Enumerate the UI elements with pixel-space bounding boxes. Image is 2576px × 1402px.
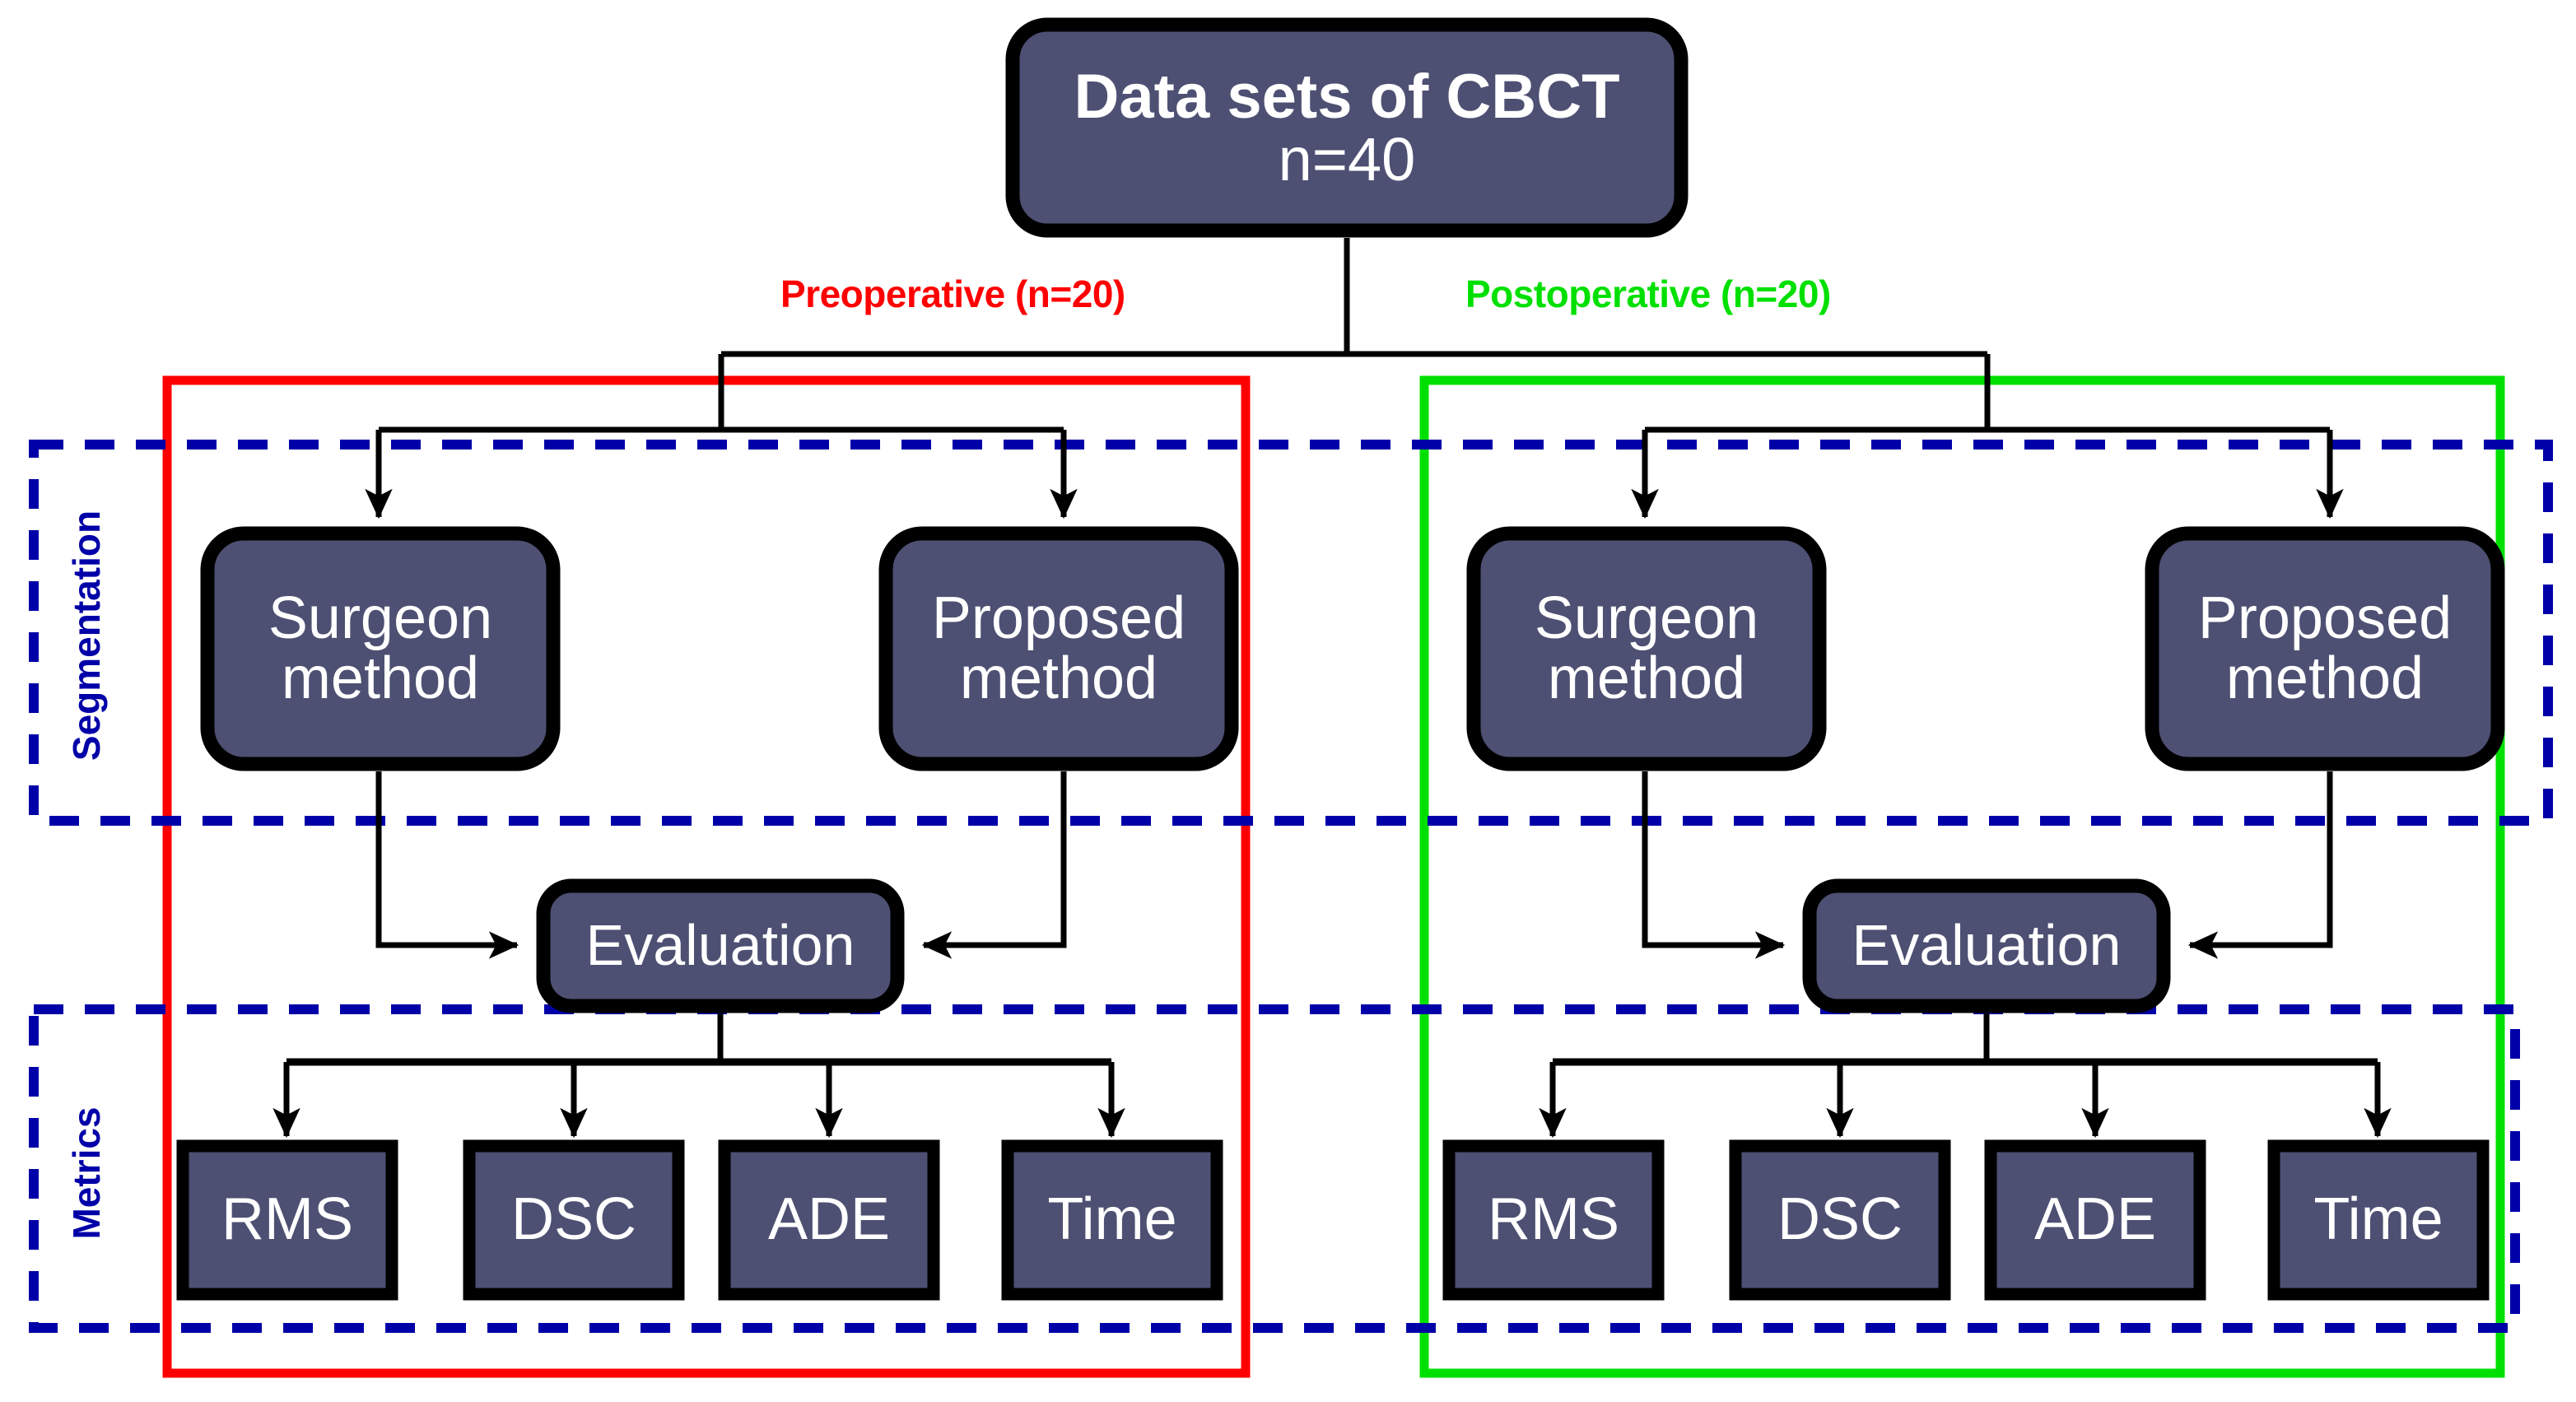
segmentation-group-label: Segmentation: [65, 510, 108, 762]
pre-proposed-method-node[interactable]: [878, 526, 1239, 771]
post-metric-dsc-node[interactable]: [1729, 1139, 1951, 1301]
pre-metric-ade-node[interactable]: [718, 1139, 940, 1301]
postoperative-panel: [1419, 375, 2505, 1378]
post-surgeon-to-evaluation: [1642, 771, 1786, 959]
post-metric-time-node[interactable]: [2267, 1139, 2490, 1301]
segmentation-group-box: [29, 440, 2553, 826]
metrics-group-box: [29, 1004, 2520, 1333]
preoperative-edge-label: Preoperative (n=20): [780, 272, 1125, 315]
post-evaluation-node[interactable]: [1802, 878, 2171, 1013]
pre-evaluation-node[interactable]: [536, 878, 905, 1013]
post-surgeon-method-node[interactable]: [1466, 526, 1827, 771]
metrics-group-label: Metrics: [65, 1106, 108, 1240]
pre-proposed-to-evaluation: [921, 771, 1067, 959]
post-metric-rms-node[interactable]: [1442, 1139, 1665, 1301]
data-sets-of-cbct-node[interactable]: [1005, 17, 1689, 238]
pre-metric-time-node[interactable]: [1001, 1139, 1223, 1301]
post-metric-ade-node[interactable]: [1984, 1139, 2206, 1301]
preoperative-panel: [162, 375, 1251, 1378]
post-proposed-method-node[interactable]: [2145, 526, 2505, 771]
postoperative-edge-label: Postoperative (n=20): [1465, 272, 1831, 315]
post-proposed-to-evaluation: [2187, 771, 2333, 959]
pre-surgeon-method-node[interactable]: [200, 526, 561, 771]
pre-metric-dsc-node[interactable]: [463, 1139, 685, 1301]
pre-metric-rms-node[interactable]: [176, 1139, 398, 1301]
pre-surgeon-to-evaluation: [375, 771, 519, 959]
